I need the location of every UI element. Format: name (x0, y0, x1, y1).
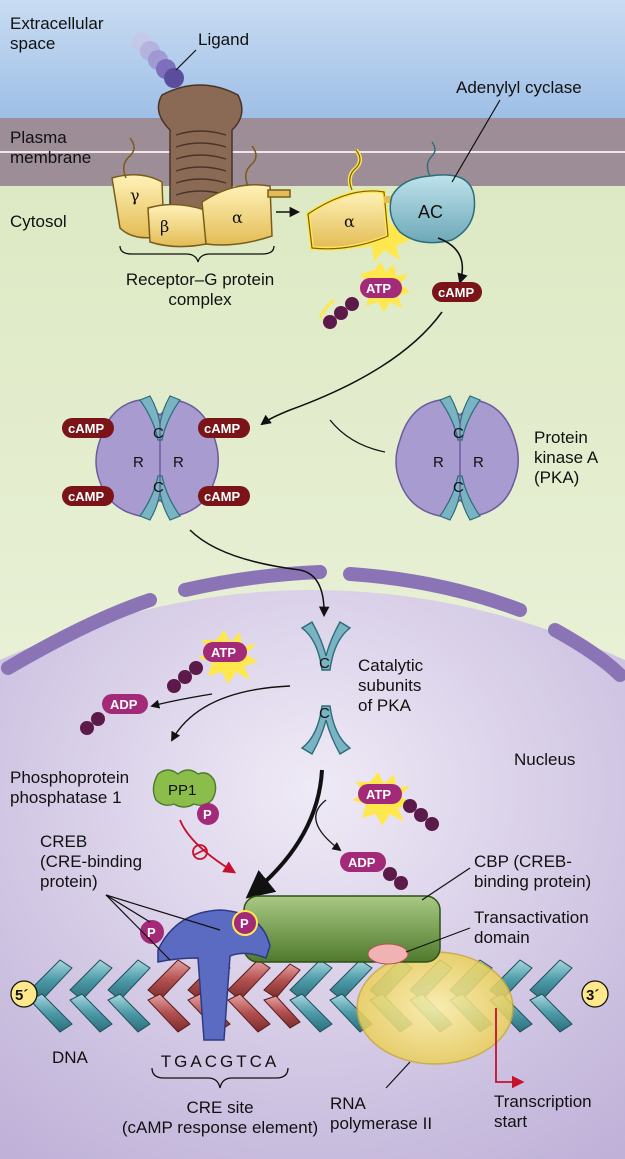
camp-bound-3: cAMP (68, 489, 104, 504)
pka-r-left-2: R (173, 454, 184, 471)
pka-c-top-right: C (453, 425, 464, 442)
cbp-leader (421, 867, 471, 901)
pka-joining-curve (329, 419, 386, 453)
ligand-molecule (132, 32, 184, 88)
dna-label: DNA (52, 1048, 88, 1067)
adp-label-nuclear-1: ADP (110, 697, 138, 712)
atp-molecule-top (318, 262, 410, 329)
ac-label: AC (418, 202, 443, 222)
cre-site-label: CRE site(cAMP response element) (121, 1098, 319, 1137)
adp-molecule-nuclear-2 (340, 852, 408, 890)
adenylyl-cyclase-enzyme (389, 141, 476, 244)
cytosol-label: Cytosol (10, 212, 67, 231)
adp-release-arrow-1 (150, 693, 213, 709)
cbp-label: CBP (CREB-binding protein) (474, 852, 592, 891)
camp-bound-1: cAMP (68, 421, 104, 436)
atp-molecule-nuclear-1 (167, 630, 258, 693)
transcription-start-arrow (495, 1008, 525, 1089)
camp-bound-2: cAMP (204, 421, 240, 436)
creb-phosphate-2: P (240, 916, 249, 931)
five-prime-marker (10, 980, 38, 1008)
adp-molecule-nuclear-1 (80, 694, 148, 735)
three-prime-marker (581, 980, 609, 1008)
pka-c-bottom-right: C (453, 479, 464, 496)
rna-pol-leader (385, 1061, 411, 1089)
transactivation-leader (405, 927, 471, 953)
rna-polymerase (356, 951, 514, 1065)
cre-site-bracket (151, 1067, 289, 1089)
pka-r-right-1: R (433, 454, 444, 471)
three-prime-label: 3´ (586, 987, 599, 1004)
receptor (157, 84, 243, 219)
pp1-label: PP1 (168, 782, 196, 799)
five-prime-label: 5´ (15, 987, 28, 1004)
catalytic-subunits (300, 621, 352, 755)
alpha-subunit-label: α (232, 208, 243, 227)
pka-r-left-1: R (133, 454, 144, 471)
creb-protein (140, 909, 271, 1041)
atp-molecule-nuclear-2 (352, 772, 439, 831)
g-protein-complex (111, 137, 291, 248)
camp-bound-4: cAMP (204, 489, 240, 504)
pka-phosphorylation-arrow (245, 769, 324, 899)
camp-label-top: cAMP (438, 285, 474, 300)
cbp-protein (243, 895, 441, 965)
pka-holoenzyme-bound (95, 395, 219, 521)
adp-release-arrow-2 (315, 799, 342, 852)
receptor-complex-bracket (119, 245, 275, 263)
atp-label-top: ATP (366, 281, 391, 296)
pp1-phosphate: P (203, 807, 212, 822)
atp-to-camp-arrow (437, 237, 468, 285)
pka-c-bottom-left: C (153, 479, 164, 496)
pka-to-nucleus-arrow (189, 529, 330, 618)
camp-to-pka-arrow (260, 311, 443, 426)
creb-phosphate-1: P (147, 925, 156, 940)
atp-label-nuclear-1: ATP (211, 645, 236, 660)
pp1-enzyme (152, 769, 219, 825)
phosphatase-activation-arrow (171, 685, 291, 742)
adenylyl-cyclase-label: Adenylyl cyclase (456, 78, 582, 97)
pka-holoenzyme-inactive (395, 395, 519, 521)
catalytic-c-bottom: C (319, 705, 330, 722)
gamma-subunit-label: γ (130, 186, 140, 205)
pka-r-right-2: R (473, 454, 484, 471)
pka-c-top-left: C (153, 425, 164, 442)
adp-label-nuclear-2: ADP (348, 855, 376, 870)
nuclear-envelope (1, 565, 625, 682)
creb-leader-3 (105, 894, 171, 961)
nucleus-label: Nucleus (514, 750, 576, 769)
camp-badge-top (432, 282, 482, 302)
catalytic-c-top: C (319, 655, 330, 672)
extracellular-region (0, 0, 625, 118)
camp-badges-bound (62, 418, 250, 506)
creb-leader-2 (105, 894, 221, 931)
active-alpha-label: α (344, 212, 355, 231)
adenylyl-cyclase-leader (451, 99, 501, 183)
creb-leader-1 (105, 894, 151, 923)
ligand-label: Ligand (198, 30, 250, 49)
beta-subunit-label: β (160, 217, 169, 236)
atp-label-nuclear-2: ATP (366, 787, 391, 802)
cre-sequence: TGACGTCA (160, 1052, 280, 1071)
inhibition-symbol (192, 844, 208, 860)
